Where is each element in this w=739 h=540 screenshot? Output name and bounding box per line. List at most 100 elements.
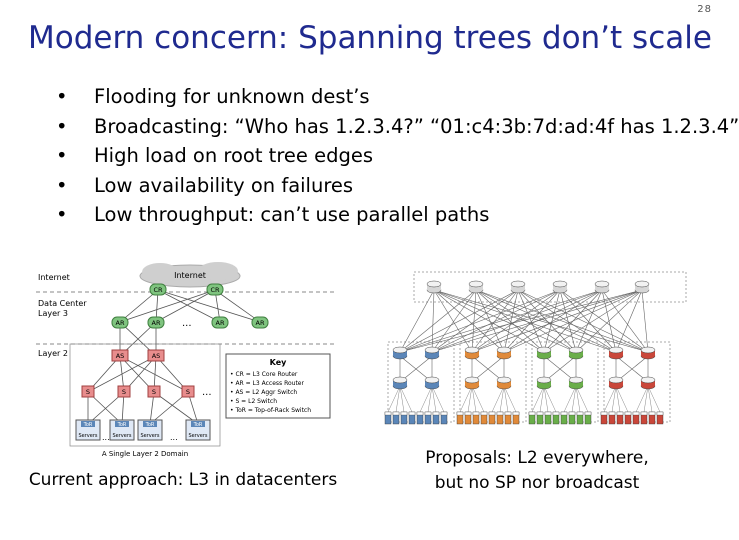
fabric-link (543, 289, 561, 353)
switch-icon (640, 346, 656, 360)
access-router-node: AR (111, 316, 129, 329)
host-link (471, 385, 477, 413)
fabric-link (641, 289, 649, 353)
host-link (531, 385, 545, 413)
host-link (543, 385, 549, 413)
internet-label: Internet (38, 273, 70, 282)
server-icon (488, 411, 496, 425)
fabric-link (431, 289, 603, 353)
l2-switch-node: S (147, 385, 161, 398)
server-icon (560, 411, 568, 425)
svg-text:Servers: Servers (112, 433, 131, 439)
fabric-link (433, 289, 473, 353)
host-link (503, 385, 517, 413)
server-icon (400, 411, 408, 425)
server-icon (424, 411, 432, 425)
bullet-item: Low availability on failures (56, 171, 739, 201)
host-link (491, 385, 505, 413)
fabric-link (431, 289, 519, 353)
server-icon (496, 411, 504, 425)
ellipsis-label: ... (202, 387, 212, 398)
ellipsis-label: ... (182, 318, 192, 329)
switch-icon (634, 280, 650, 294)
host-link (575, 385, 589, 413)
host-link (539, 385, 545, 413)
layer3-label: Layer 3 (38, 309, 68, 318)
fabric-link (601, 289, 649, 353)
fabric-link (431, 289, 643, 353)
server-icon (632, 411, 640, 425)
switch-icon (496, 376, 512, 390)
pod-box (531, 341, 599, 423)
server-icon (472, 411, 480, 425)
core-router-node: CR (149, 283, 167, 296)
host-link (467, 385, 473, 413)
host-link (575, 385, 581, 413)
diagram-key: Key • CR = L3 Core Router • AR = L3 Acce… (225, 353, 331, 419)
fabric-link (475, 289, 577, 353)
server-icon (552, 411, 560, 425)
server-icon (512, 411, 520, 425)
slide-number: 28 (697, 4, 712, 15)
l3-datacenter-diagram: Internet Data Center Layer 3 Layer 2 Int… (36, 262, 334, 458)
fabric-link (399, 289, 435, 353)
server-icon (392, 411, 400, 425)
fabric-link (471, 289, 519, 353)
fabric-link (399, 289, 643, 353)
svg-text:AR: AR (116, 319, 125, 327)
server-icon (616, 411, 624, 425)
host-link (419, 385, 433, 413)
server-icon (640, 411, 648, 425)
fabric-link (517, 289, 649, 353)
access-router-node: AR (211, 316, 229, 329)
fabric-link (471, 289, 561, 353)
switch-icon (464, 376, 480, 390)
bullet-item: Low throughput: can’t use parallel paths (56, 200, 739, 230)
access-router-node: AR (147, 316, 165, 329)
right-caption: Proposals: L2 everywhere, but no SP nor … (392, 446, 682, 496)
host-link (399, 385, 413, 413)
switch-icon (568, 346, 584, 360)
slide-title: Modern concern: Spanning trees don’t sca… (28, 20, 712, 56)
internet-cloud-label: Internet (174, 271, 206, 280)
svg-text:• CR = L3 Core Router: • CR = L3 Core Router (230, 371, 298, 378)
svg-text:• AR = L3 Access Router: • AR = L3 Access Router (230, 380, 304, 387)
switch-icon (568, 376, 584, 390)
l2-domain-label: A Single Layer 2 Domain (102, 450, 188, 458)
data-center-label: Data Center (38, 299, 87, 308)
host-link (395, 385, 401, 413)
l2-fabric-diagram (384, 271, 687, 425)
switch-icon (496, 346, 512, 360)
switch-icon (608, 346, 624, 360)
server-rack: ToR Servers (137, 419, 163, 441)
switch-icon (510, 280, 526, 294)
svg-text:ToR: ToR (145, 422, 155, 428)
svg-text:Key: Key (270, 358, 287, 367)
server-icon (416, 411, 424, 425)
bullet-item: Broadcasting: “Who has 1.2.3.4?” “01:c4:… (56, 112, 739, 142)
server-icon (440, 411, 448, 425)
server-icon (536, 411, 544, 425)
fabric-link (433, 289, 545, 353)
fabric-link (475, 289, 649, 353)
fabric-link (433, 289, 617, 353)
server-icon (480, 411, 488, 425)
host-link (427, 385, 433, 413)
svg-text:AS: AS (116, 352, 125, 360)
server-rack: ToR Servers (75, 419, 101, 441)
svg-text:• S = L2 Switch: • S = L2 Switch (230, 398, 277, 405)
fabric-link (399, 289, 603, 353)
svg-text:Servers: Servers (78, 433, 97, 439)
host-link (459, 385, 473, 413)
host-link (603, 385, 617, 413)
svg-text:S: S (122, 388, 126, 396)
l2-switch-node: S (117, 385, 131, 398)
fabric-link (503, 289, 603, 353)
svg-text:CR: CR (210, 286, 220, 294)
fabric-link (475, 289, 505, 353)
layer2-label: Layer 2 (38, 349, 68, 358)
server-icon (584, 411, 592, 425)
host-link (563, 385, 577, 413)
svg-text:ToR: ToR (83, 422, 93, 428)
server-rack: ToR Servers (109, 419, 135, 441)
